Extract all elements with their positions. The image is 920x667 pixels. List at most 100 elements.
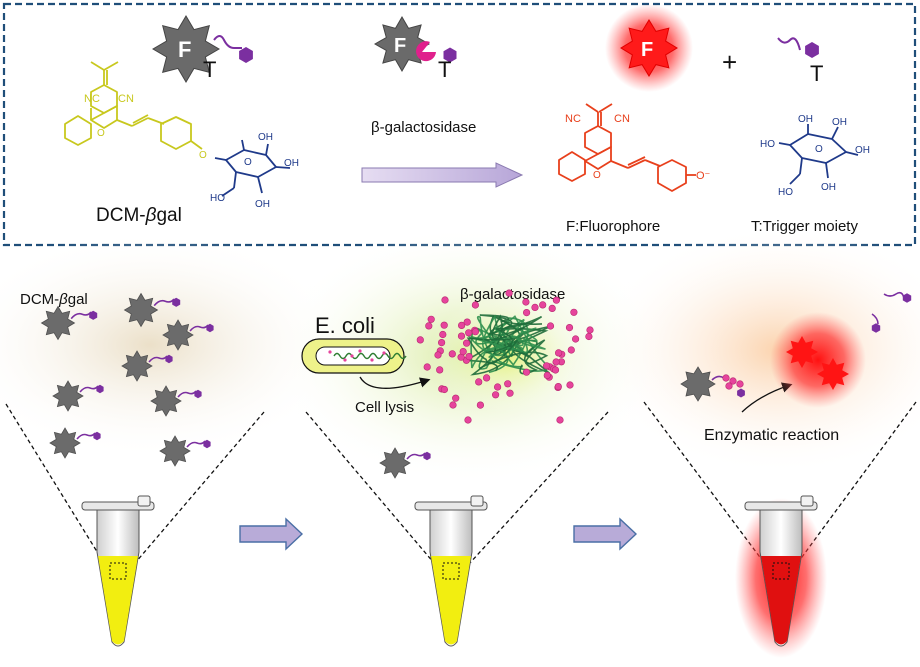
sugar-oh-label-2: OH: [832, 117, 847, 128]
stage3-background-glow: [590, 225, 920, 475]
tube-3: [744, 495, 818, 647]
beta-galactosidase-cluster: [465, 314, 552, 376]
sugar-ho-label-2: HO: [778, 187, 793, 198]
probe-nc-label: NC: [84, 93, 100, 105]
probe-cn-label: CN: [118, 93, 134, 105]
cell-lysis-label: Cell lysis: [355, 399, 414, 416]
probe-molecule-icon: [159, 435, 211, 467]
enzymatic-reaction-label: Enzymatic reaction: [704, 427, 839, 444]
enzyme-bead: [522, 298, 530, 306]
sugar-oh-label-3: OH: [855, 145, 870, 156]
probe-ether-o-label: O: [199, 150, 207, 161]
probe-molecule-icon: [150, 385, 202, 417]
trigger-hexagon-icon: [239, 47, 253, 63]
zoom-box: [772, 562, 790, 580]
probe-oh-label-2: OH: [284, 158, 299, 169]
probe-f-letter: F: [178, 37, 191, 62]
enzyme-bead: [457, 332, 466, 340]
probe-ho-label: HO: [210, 193, 225, 204]
enzyme-bead: [434, 351, 442, 359]
enzyme-bead: [531, 303, 539, 312]
tube-cap-hinge: [470, 495, 484, 507]
fluorophore-caption: F:Fluorophore: [566, 218, 660, 235]
enzyme-bead: [471, 328, 480, 336]
enzyme-coil-strand: [485, 314, 543, 354]
ecoli-enzyme-dot: [350, 354, 354, 358]
enzyme-bead: [459, 348, 467, 356]
enzyme-trigger-label: T: [438, 57, 451, 82]
free-linker: [883, 291, 905, 299]
tube-1: [81, 495, 155, 647]
tube-liquid: [761, 556, 801, 645]
lysis-arrow: [359, 376, 431, 389]
enzyme-bead: [465, 329, 473, 337]
probe-molecule-icon: [121, 350, 173, 382]
enzyme-bead: [505, 289, 513, 297]
fluorophore-star-icon: [152, 15, 220, 83]
probe-ring-o-label: O: [97, 128, 105, 139]
trigger-hexagon-icon: [805, 42, 819, 58]
fluorophore-star-icon: [373, 15, 431, 73]
enzyme-bead: [729, 377, 737, 385]
enzyme-bead: [449, 401, 457, 409]
fluor-cn-label: CN: [614, 113, 630, 125]
red-star-icon: [620, 19, 678, 77]
enzyme-bead: [427, 315, 435, 323]
enzyme-bead: [567, 346, 575, 354]
enzyme-f-letter: F: [394, 35, 406, 57]
enzyme-bead: [465, 353, 473, 361]
active-f-letter: F: [641, 39, 653, 61]
trigger-sugar-structure: [778, 124, 859, 185]
zoom-box: [442, 562, 460, 580]
enzyme-bead: [543, 371, 551, 380]
stage-arrow-2: [573, 517, 638, 551]
probe-linker: [213, 35, 242, 49]
tube-cap-hinge: [137, 495, 151, 507]
stage1-probe-molecules: [40, 292, 214, 467]
stage-arrow-1: [239, 517, 304, 551]
enzyme-label: β-galactosidase: [371, 119, 476, 136]
enzyme-coil-strand: [467, 321, 538, 357]
fluorophore-star-icon: [680, 366, 716, 402]
enzyme-bead: [585, 332, 593, 341]
trigger-hexagon-icon: [902, 293, 912, 303]
enzyme-bead: [452, 394, 460, 402]
enzyme-bead: [552, 358, 560, 366]
sugar-oh-label-1: OH: [798, 114, 813, 125]
zoom-cone-lines: [5, 401, 917, 577]
enzyme-bead: [551, 366, 560, 374]
ecoli-enzyme-dot: [328, 350, 332, 354]
red-star-icon: [817, 358, 849, 390]
released-fluorophores: [786, 336, 849, 390]
enzyme-bead: [471, 301, 480, 309]
fluor-o-minus-label: O⁻: [696, 170, 711, 182]
enzyme-bead: [554, 349, 563, 357]
zoom-box: [109, 562, 127, 580]
enzyme-bead: [736, 380, 744, 388]
probe-molecule-icon: [49, 427, 101, 459]
stage2-enzyme-label: β-galactosidase: [460, 286, 565, 303]
enzyme-coil-strand: [465, 314, 513, 372]
enzyme-coil-strand: [482, 315, 550, 374]
enzyme-bead: [571, 335, 580, 343]
free-trigger-icon: [777, 37, 819, 58]
fluor-ring-o-label: O: [593, 170, 601, 181]
enzyme-pacman-icon: [416, 41, 436, 62]
tube-liquid: [431, 556, 471, 645]
enzyme-bead: [463, 339, 471, 347]
stage2-probe-molecule: [379, 447, 431, 479]
sugar-ho-label-1: HO: [760, 139, 775, 150]
ecoli-enzyme-dot: [343, 358, 347, 362]
enzyme-bead: [441, 296, 449, 304]
probe-oh-label-1: OH: [258, 132, 273, 143]
reaction-arrow: [361, 162, 524, 188]
enzyme-bead: [475, 378, 483, 386]
trigger-hexagon-icon: [737, 388, 745, 398]
enzyme-bead: [586, 326, 594, 334]
free-linker: [871, 313, 879, 325]
fluor-nc-label: NC: [565, 113, 581, 125]
enzyme-bead: [722, 374, 730, 382]
free-trigger-label: T: [810, 61, 823, 86]
